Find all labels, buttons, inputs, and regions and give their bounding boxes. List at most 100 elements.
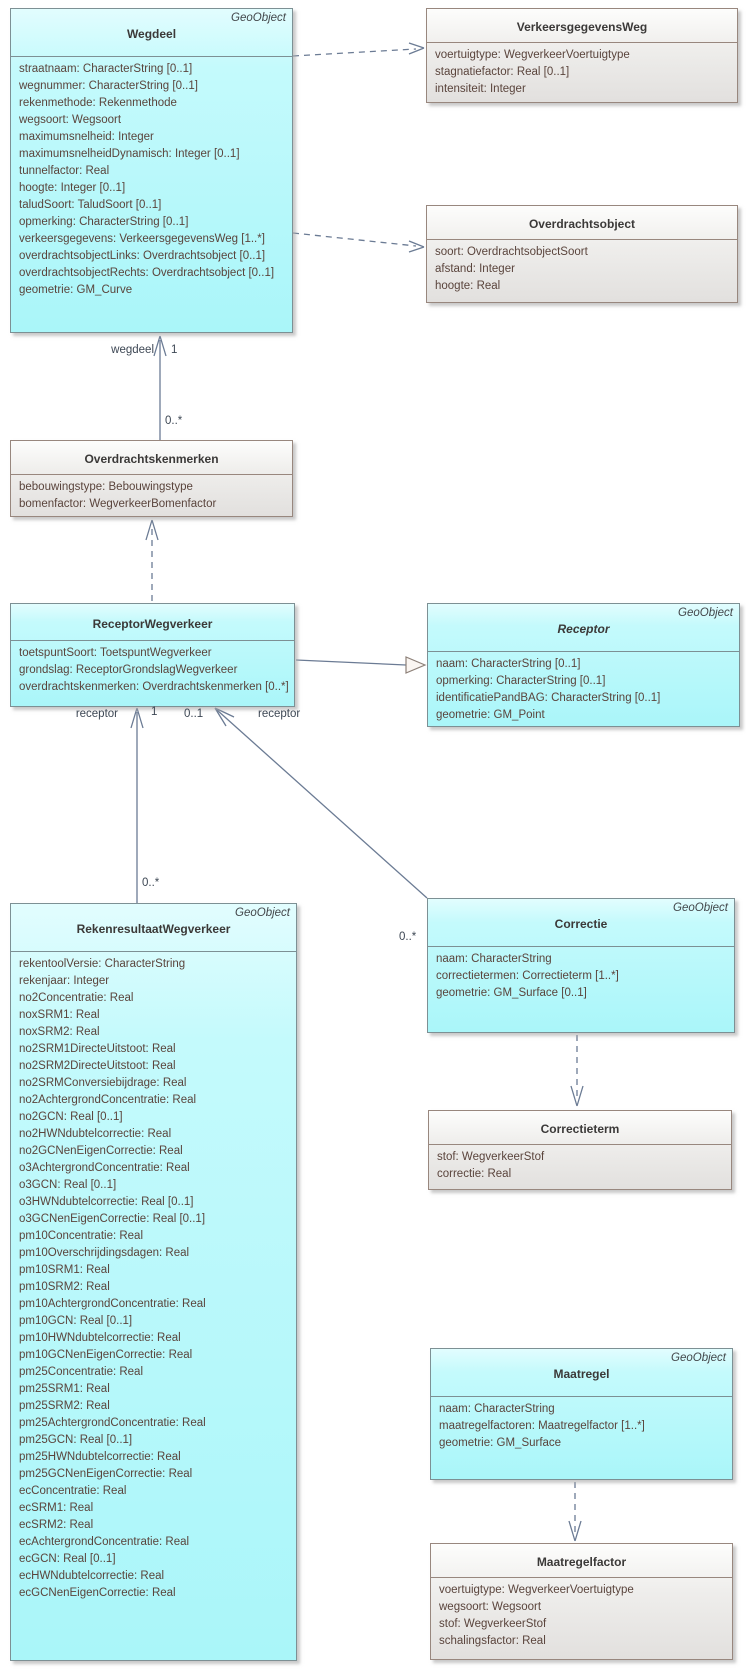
- class-attribute: o3HWNdubtelcorrectie: Real [0..1]: [19, 1196, 194, 1208]
- class-attribute: toetspuntSoort: ToetspuntWegverkeer: [19, 647, 212, 659]
- edge-wegdeel-verkeersgegevensweg: [292, 42, 425, 57]
- stereotype-label: GeoObject: [671, 1352, 726, 1364]
- class-attribute: rekentoolVersie: CharacterString: [19, 958, 186, 970]
- class-attribute: maximumsnelheid: Integer: [19, 131, 154, 143]
- multiplicity-label: 1: [151, 706, 158, 718]
- attribute-list: naam: CharacterString maatregelfactoren: …: [431, 1397, 732, 1454]
- attribute-list: bebouwingstype: Bebouwingstype bomenfacto…: [11, 475, 292, 515]
- class-attribute: identificatiePandBAG: CharacterString [0…: [436, 692, 661, 704]
- class-verkeersgegevensweg[interactable]: VerkeersgegevensWeg voertuigtype: Wegver…: [426, 8, 738, 103]
- multiplicity-label: 0..*: [165, 415, 183, 427]
- attribute-list: straatnaam: CharacterString [0..1] wegnum…: [11, 57, 292, 301]
- class-attribute: overdrachtsobjectLinks: Overdrachtsobjec…: [19, 250, 266, 262]
- class-attribute: pm25Concentratie: Real: [19, 1366, 144, 1378]
- class-attribute: opmerking: CharacterString [0..1]: [19, 216, 189, 228]
- class-attribute: stof: WegverkeerStof: [437, 1151, 545, 1163]
- edge-maatregel-maatregelfactor: [568, 1482, 582, 1542]
- class-attribute: intensiteit: Integer: [435, 83, 526, 95]
- class-attribute: pm25SRM1: Real: [19, 1383, 110, 1395]
- class-overdrachtskenmerken[interactable]: Overdrachtskenmerken bebouwingstype: Beb…: [10, 440, 293, 517]
- class-attribute: stof: WegverkeerStof: [439, 1618, 547, 1630]
- class-overdrachtsobject[interactable]: Overdrachtsobject soort: Overdrachtsobje…: [426, 205, 738, 303]
- class-attribute: naam: CharacterString [0..1]: [436, 658, 581, 670]
- class-attribute: opmerking: CharacterString [0..1]: [436, 675, 606, 687]
- class-attribute: pm10SRM2: Real: [19, 1281, 110, 1293]
- class-attribute: wegnummer: CharacterString [0..1]: [19, 80, 198, 92]
- class-attribute: noxSRM1: Real: [19, 1009, 100, 1021]
- edge-correctie-correctieterm: [570, 1035, 584, 1107]
- class-attribute: correctie: Real: [437, 1168, 512, 1180]
- class-attribute: bomenfactor: WegverkeerBomenfactor: [19, 498, 217, 510]
- class-attribute: pm25GCN: Real [0..1]: [19, 1434, 133, 1446]
- class-attribute: afstand: Integer: [435, 263, 515, 275]
- class-attribute: pm10GCN: Real [0..1]: [19, 1315, 133, 1327]
- class-title: Maatregelfactor: [536, 1555, 627, 1569]
- class-attribute: ecGCN: Real [0..1]: [19, 1553, 116, 1565]
- class-attribute: taludSoort: TaludSoort [0..1]: [19, 199, 162, 211]
- class-attribute: hoogte: Real: [435, 280, 501, 292]
- class-title: Receptor: [557, 622, 610, 636]
- class-attribute: bebouwingstype: Bebouwingstype: [19, 481, 193, 493]
- class-attribute: soort: OverdrachtsobjectSoort: [435, 246, 588, 258]
- class-attribute: pm10SRM1: Real: [19, 1264, 110, 1276]
- multiplicity-label: 0..*: [142, 877, 160, 889]
- class-attribute: rekenjaar: Integer: [19, 975, 110, 987]
- class-attribute: maximumsnelheidDynamisch: Integer [0..1]: [19, 148, 240, 160]
- edge-rekenresultaat-receptorwegverkeer: [130, 707, 144, 903]
- class-attribute: pm25AchtergrondConcentratie: Real: [19, 1417, 206, 1429]
- stereotype-label: GeoObject: [678, 607, 733, 619]
- class-attribute: pm25GCNenEigenCorrectie: Real: [19, 1468, 193, 1480]
- class-attribute: geometrie: GM_Surface: [439, 1437, 562, 1449]
- class-attribute: hoogte: Integer [0..1]: [19, 182, 126, 194]
- multiplicity-label: 0..1: [184, 708, 204, 720]
- class-attribute: noxSRM2: Real: [19, 1026, 100, 1038]
- class-attribute: verkeersgegevens: VerkeersgegevensWeg [1…: [19, 233, 265, 245]
- class-attribute: o3AchtergrondConcentratie: Real: [19, 1162, 190, 1174]
- class-attribute: o3GCN: Real [0..1]: [19, 1179, 117, 1191]
- class-wegdeel[interactable]: GeoObject Wegdeel straatnaam: CharacterS…: [10, 8, 293, 333]
- class-receptorwegverkeer[interactable]: ReceptorWegverkeer toetspuntSoort: Toets…: [10, 603, 295, 707]
- class-attribute: ecGCNenEigenCorrectie: Real: [19, 1587, 176, 1599]
- role-label-receptor-left: receptor: [75, 708, 118, 720]
- class-attribute: straatnaam: CharacterString [0..1]: [19, 63, 193, 75]
- class-attribute: ecConcentratie: Real: [19, 1485, 127, 1497]
- class-attribute: o3GCNenEigenCorrectie: Real [0..1]: [19, 1213, 206, 1225]
- class-attribute: geometrie: GM_Surface [0..1]: [436, 987, 587, 999]
- class-receptor[interactable]: GeoObject Receptor naam: CharacterString…: [427, 603, 740, 727]
- class-attribute: pm10GCNenEigenCorrectie: Real: [19, 1349, 193, 1361]
- class-attribute: pm10HWNdubtelcorrectie: Real: [19, 1332, 181, 1344]
- class-attribute: geometrie: GM_Curve: [19, 284, 133, 296]
- edge-receptorwegverkeer-overdrachtskenmerken: [145, 519, 159, 601]
- class-attribute: maatregelfactoren: Maatregelfactor [1..*…: [439, 1420, 645, 1432]
- class-attribute: pm10Concentratie: Real: [19, 1230, 144, 1242]
- attribute-list: voertuigtype: WegverkeerVoertuigtype stag…: [427, 43, 737, 100]
- class-title: RekenresultaatWegverkeer: [76, 922, 231, 936]
- attribute-list: stof: WegverkeerStof correctie: Real: [429, 1145, 731, 1185]
- class-title: Wegdeel: [126, 27, 177, 41]
- class-rekenresultaatwegverkeer[interactable]: GeoObject RekenresultaatWegverkeer reken…: [10, 903, 297, 1661]
- class-attribute: ecHWNdubtelcorrectie: Real: [19, 1570, 165, 1582]
- class-attribute: geometrie: GM_Point: [436, 709, 545, 721]
- class-attribute: no2SRMConversiebijdrage: Real: [19, 1077, 187, 1089]
- class-title: Correctie: [554, 917, 608, 931]
- class-attribute: no2HWNdubtelcorrectie: Real: [19, 1128, 172, 1140]
- class-attribute: pm10AchtergrondConcentratie: Real: [19, 1298, 206, 1310]
- class-attribute: no2GCNenEigenCorrectie: Real: [19, 1145, 183, 1157]
- class-attribute: ecAchtergrondConcentratie: Real: [19, 1536, 190, 1548]
- class-attribute: naam: CharacterString: [436, 953, 552, 965]
- class-correctie[interactable]: GeoObject Correctie naam: CharacterStrin…: [427, 898, 735, 1033]
- class-attribute: voertuigtype: WegverkeerVoertuigtype: [435, 49, 630, 61]
- class-attribute: wegsoort: Wegsoort: [439, 1601, 542, 1613]
- class-title: Maatregel: [553, 1367, 610, 1381]
- class-attribute: stagnatiefactor: Real [0..1]: [435, 66, 570, 78]
- class-attribute: naam: CharacterString: [439, 1403, 555, 1415]
- class-maatregelfactor[interactable]: Maatregelfactor voertuigtype: Wegverkeer…: [430, 1543, 733, 1660]
- edge-correctie-receptorwegverkeer: [214, 707, 428, 899]
- class-maatregel[interactable]: GeoObject Maatregel naam: CharacterStrin…: [430, 1348, 733, 1480]
- class-attribute: ecSRM1: Real: [19, 1502, 94, 1514]
- class-attribute: voertuigtype: WegverkeerVoertuigtype: [439, 1584, 634, 1596]
- class-title: ReceptorWegverkeer: [92, 616, 213, 631]
